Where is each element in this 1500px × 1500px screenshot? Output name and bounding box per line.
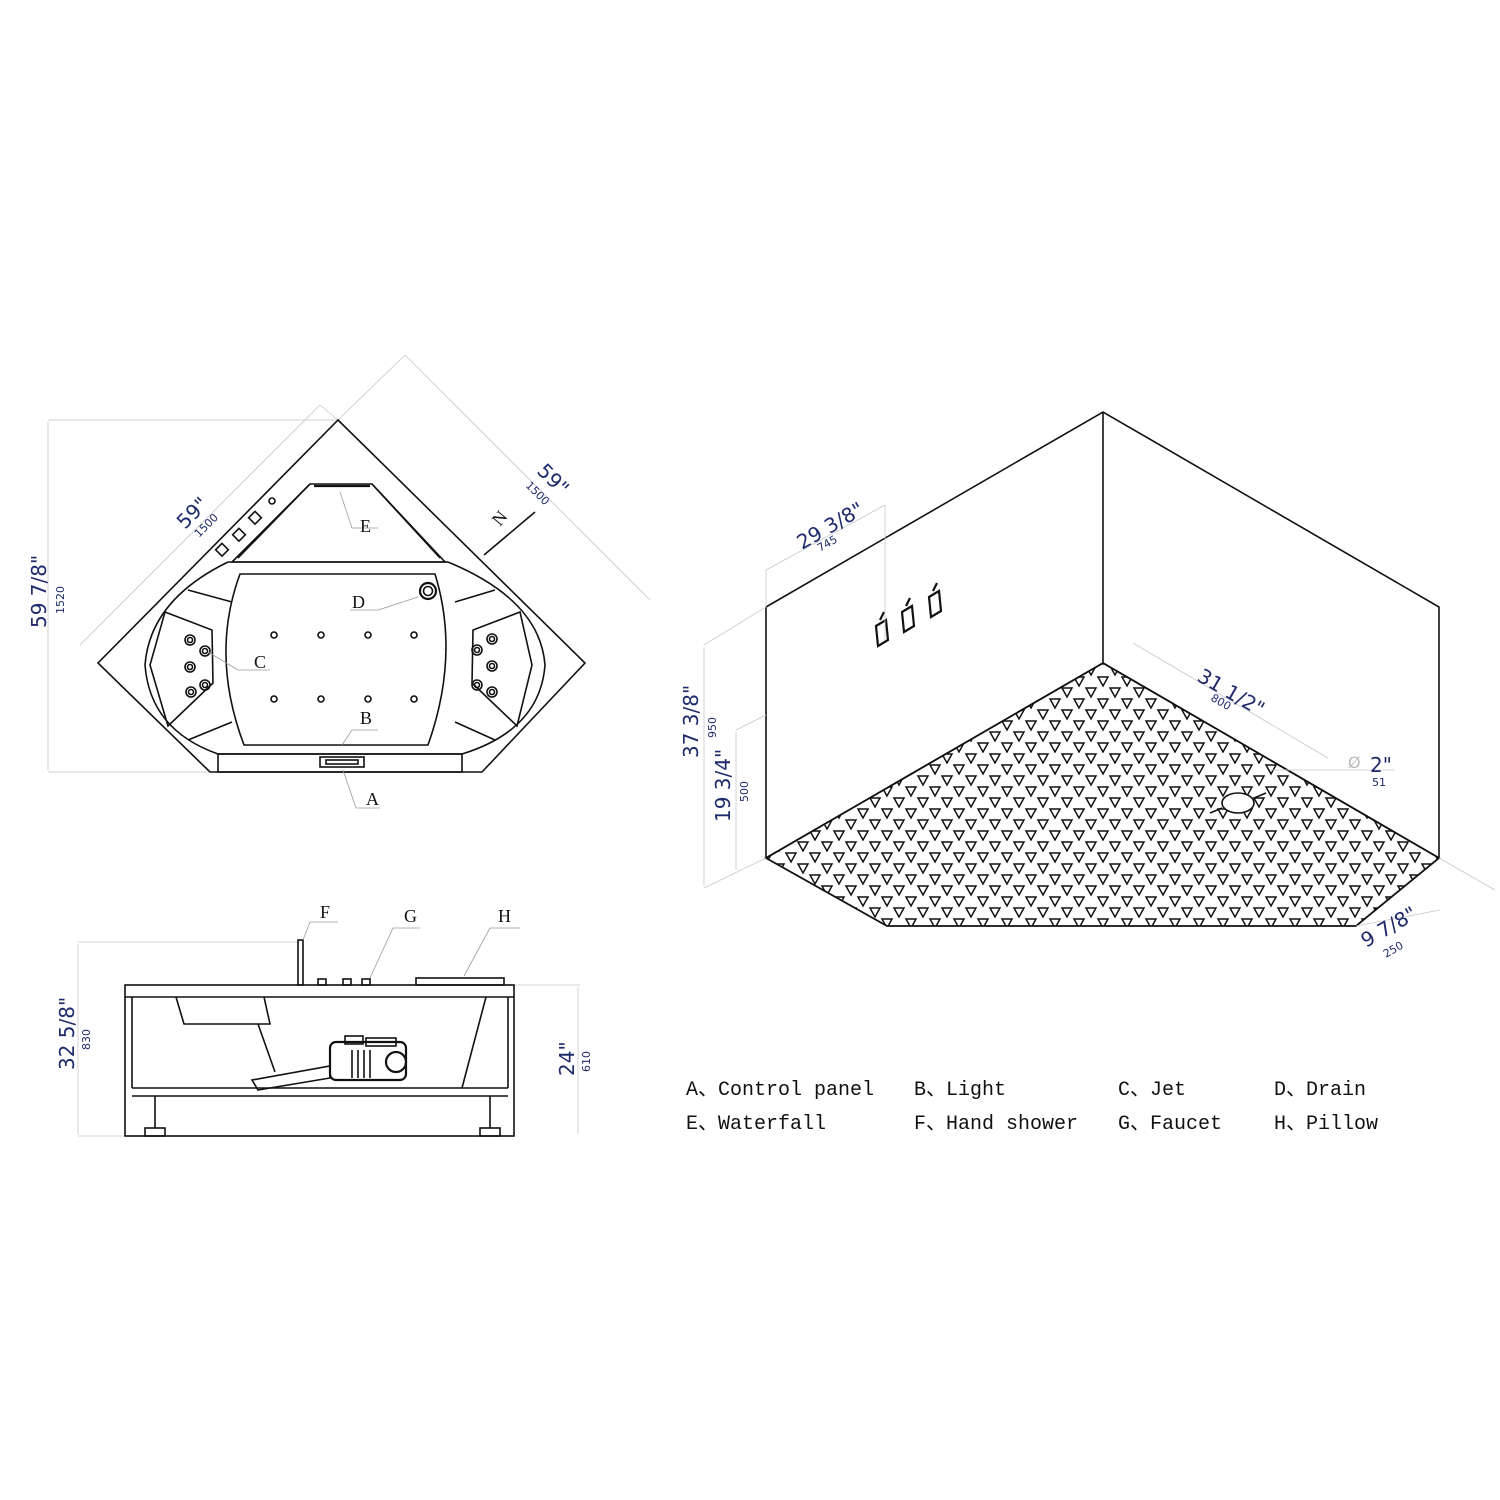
side-view: F G H 32 5/8" 830 24" 610 (55, 902, 593, 1137)
callout-F: F (320, 902, 330, 922)
drain-icon (1221, 792, 1255, 814)
legend-item-waterfall: E、Waterfall (686, 1113, 827, 1136)
legend: A、Control panel B、Light C、Jet D、Drain E、… (686, 1072, 1406, 1136)
wall-faucets (874, 582, 943, 648)
legend-item-drain: D、Drain (1274, 1079, 1367, 1102)
legend-item-hand-shower: F、Hand shower (914, 1113, 1079, 1136)
faucet-knob-icon (317, 978, 327, 986)
dim-drain-diameter-imperial: 2" (1370, 753, 1392, 777)
callout-A: A (366, 789, 379, 809)
tub-side-body (124, 984, 515, 1137)
diameter-symbol: Ø (1348, 753, 1361, 772)
callout-D: D (352, 592, 365, 612)
faucet-knob-icon (361, 978, 371, 986)
dim-tub-height-imperial: 24" (555, 1041, 579, 1076)
tub-outline (96, 418, 587, 773)
dim-drain-offset-imperial: 31 1/2" (1194, 664, 1269, 721)
legend-item-jet: C、Jet (1118, 1079, 1187, 1102)
pump-motor-icon (250, 1035, 408, 1091)
callout-C: C (254, 652, 266, 672)
legend-item-control-panel: A、Control panel (686, 1079, 875, 1102)
callout-H: H (498, 906, 511, 926)
dim-drain-diameter-metric: 51 (1372, 776, 1386, 789)
drain-icon (418, 581, 438, 601)
dim-base-height-imperial: 19 3/4" (711, 749, 735, 822)
apron-front (217, 753, 463, 773)
dim-wall-height-metric: 950 (706, 717, 719, 738)
control-button-icon (231, 527, 247, 543)
north-arrow (483, 511, 536, 556)
dim-base-height-metric: 500 (738, 781, 751, 802)
control-button-icon (247, 510, 263, 526)
callout-E: E (360, 516, 371, 536)
dim-tub-height-metric: 610 (580, 1051, 593, 1072)
basin (225, 573, 447, 746)
right-jet-panel (471, 610, 533, 728)
left-jet-panel (149, 610, 214, 728)
iso-view: 29 3/8" 745 37 3/8" 950 19 3/4" 500 31 1… (679, 411, 1496, 961)
faucet-knob-icon (342, 978, 352, 986)
floor-jets (270, 631, 418, 703)
callout-G: G (404, 906, 417, 926)
top-view: E D C B A N 59 7/8" 1520 59" 1500 59" 15… (27, 354, 651, 809)
dim-height-metric: 1520 (54, 586, 67, 614)
dim-wall-height-imperial: 37 3/8" (679, 685, 703, 758)
legend-item-faucet: G、Faucet (1118, 1113, 1223, 1136)
hand-shower-icon (297, 939, 304, 986)
pillow-icon (415, 977, 505, 986)
dim-overall-height-metric: 830 (80, 1029, 93, 1050)
callout-N: N (488, 507, 512, 530)
control-knob-icon (268, 497, 276, 505)
side-jets (184, 633, 498, 698)
control-panel-icon (319, 756, 365, 768)
dim-height-imperial: 59 7/8" (27, 555, 51, 628)
dim-overall-height-imperial: 32 5/8" (55, 997, 79, 1070)
legend-item-pillow: H、Pillow (1274, 1113, 1379, 1136)
control-button-icon (214, 542, 230, 558)
callout-B: B (360, 708, 372, 728)
legend-item-light: B、Light (914, 1079, 1007, 1102)
